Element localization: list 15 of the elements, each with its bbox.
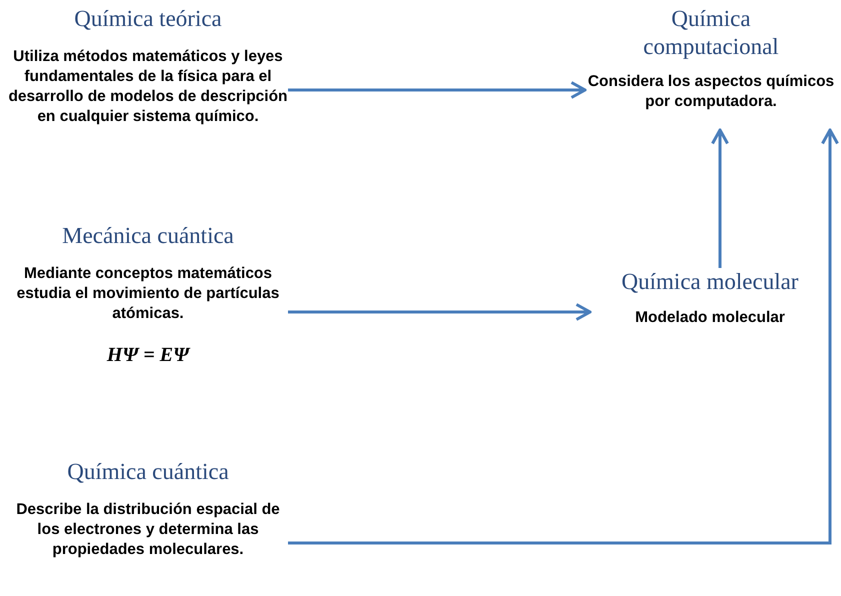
arrow <box>288 128 839 544</box>
arrow <box>711 128 729 268</box>
heading: Química cuántica <box>67 458 229 486</box>
heading: Química teórica <box>74 5 222 33</box>
description: Utiliza métodos matemáticos y leyes fundamentales de la física para el desarrollo de modelos de descripción en cualquier sistema químico. <box>8 46 288 128</box>
arrow <box>288 81 586 99</box>
description: Mediante conceptos matemáticos estudia el movimiento de partículas atómicas. <box>16 264 280 324</box>
heading: Química computacional <box>642 5 780 60</box>
description: Modelado molecular <box>635 308 785 328</box>
heading: Mecánica cuántica <box>62 222 234 250</box>
description: Considera los aspectos químicos por computadora. <box>586 72 836 112</box>
heading: Química molecular <box>622 268 798 296</box>
equation: HΨ = EΨ <box>106 344 190 368</box>
arrow <box>288 303 592 321</box>
description: Describe la distribución espacial de los electrones y determina las propiedades moleculares. <box>15 500 281 560</box>
